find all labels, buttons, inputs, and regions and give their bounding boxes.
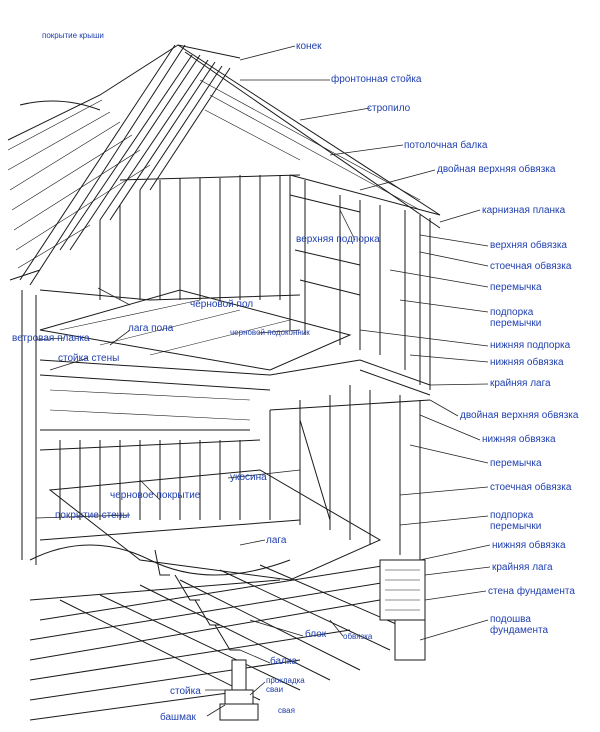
label-pile-pad-line1: прокладка [266,676,305,685]
label-pile-pad-line2: сваи [266,685,284,694]
label-bottom-plate-lower: нижняя обвязка [492,540,566,551]
label-pile: свая [278,706,295,715]
label-beam: балка [270,656,298,667]
label-header-lower: перемычка [490,458,542,469]
label-joist-lower: лага [266,535,287,546]
label-brace: укосина [230,472,267,483]
label-header-support-upper-line2: перемычки [490,318,542,329]
label-shoe: башмак [160,712,196,723]
label-lower-brace: нижняя подпорка [490,340,571,351]
label-stud-plate-lower: стоечная обвязка [490,482,572,493]
label-wall-covering: покрытие стены [55,510,130,521]
label-rim-joist-lower: крайняя лага [492,562,553,573]
label-footing-line1: подошва [490,614,531,625]
upper-floor-framing [9,174,441,565]
label-header-support-lower-line2: перемычки [490,521,542,532]
label-pile-pad: прокладка сваи [266,676,305,694]
label-subfloor: черновой пол [190,299,254,310]
label-footing: подошва фундамента [490,614,548,636]
leader-lines [35,45,491,717]
label-eave-board: карнизная планка [482,205,566,216]
label-post: стойка [170,686,201,697]
label-upper-brace: верхняя подпорка [296,234,380,245]
label-double-top-plate-upper: двойная верхняя обвязка [437,164,556,175]
label-header-support-lower-line1: подпорка [490,510,534,521]
label-header-upper: перемычка [490,282,542,293]
label-header-support-upper-line1: подпорка [490,307,534,318]
label-wind-board: ветровая планка [12,333,90,344]
label-floor-joist: лага пола [128,323,174,334]
label-ridge: конек [296,41,322,52]
upper-floor-deck [39,289,431,431]
label-wall-stud: стойка стены [58,353,120,364]
label-plate: обвязка [343,632,373,641]
label-subfloor-joist: черновой подоконник [230,328,310,337]
label-header-support-lower: подпорка перемычки [490,510,541,532]
label-bottom-plate-mid: нижняя обвязка [482,434,556,445]
lower-floor-deck [29,469,421,721]
label-header-support-upper: подпорка перемычки [490,307,541,329]
label-rafter: стропило [367,103,411,114]
label-foundation-wall: стена фундамента [488,586,575,597]
label-bottom-plate-upper: нижняя обвязка [490,357,564,368]
rafters [19,44,441,286]
foundation [219,559,426,721]
label-rim-joist-upper: крайняя лага [490,378,551,389]
lower-floor-framing [39,385,431,560]
label-block: блок [305,629,327,640]
label-gable-stud: фронтонная стойка [331,74,422,85]
label-stud-plate-upper: стоечная обвязка [490,261,572,272]
label-top-plate-upper: верхняя обвязка [490,240,567,251]
roof-sheathing [7,44,241,269]
label-double-top-plate-lower: двойная верхняя обвязка [460,410,579,421]
label-roof-covering: покрытие крыши [42,31,104,40]
label-footing-line2: фундамента [490,625,549,636]
label-ceiling-joist: потолочная балка [404,140,488,151]
label-rough-covering: черновое покрытие [110,490,201,501]
